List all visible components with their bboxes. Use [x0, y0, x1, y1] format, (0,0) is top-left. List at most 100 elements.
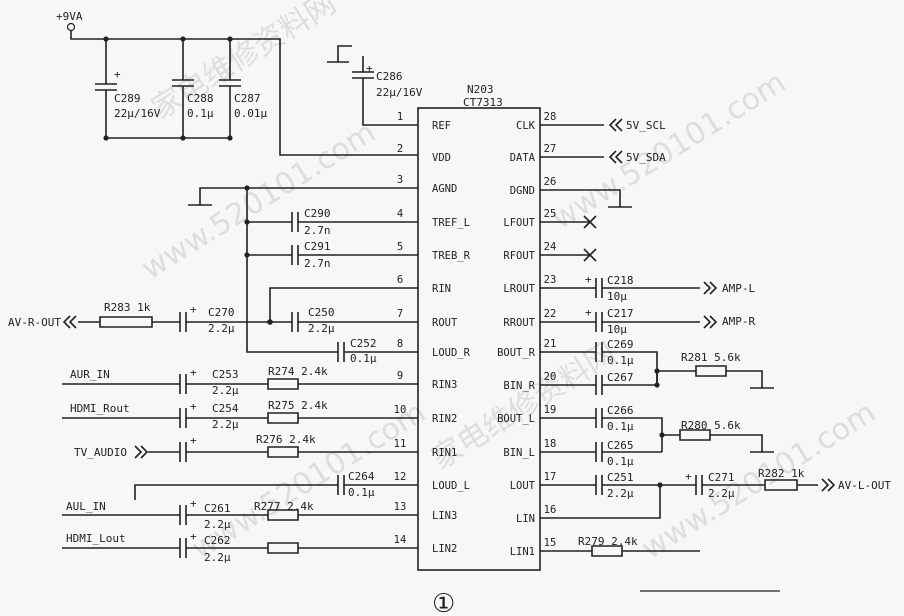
cap-c252: [337, 342, 418, 362]
polarity-plus: +: [114, 68, 121, 81]
cap-c287: [219, 39, 241, 138]
polarity-plus-c276: +: [190, 434, 197, 447]
label-c290: C290: [304, 207, 331, 220]
pin-name-left: LIN3: [432, 510, 457, 522]
label-r283: R283 1k: [104, 301, 151, 314]
label-c217: C217: [607, 307, 634, 320]
signal-aul-in: AUL_IN: [66, 500, 106, 513]
pin-number-left: 4: [397, 208, 403, 220]
value-c254: 2.2μ: [212, 418, 239, 431]
pin-name-left: TREB_R: [432, 250, 471, 262]
cap-c217: [540, 312, 700, 332]
value-c289: 22μ/16V: [114, 107, 161, 120]
value-c291: 2.7n: [304, 257, 331, 270]
lin2-chain: [62, 538, 418, 558]
dgnd-net: [540, 189, 632, 208]
figure-number: ①: [432, 589, 455, 616]
value-c270: 2.2μ: [208, 322, 235, 335]
label-c266: C266: [607, 404, 634, 417]
signal-hdmi-rout: HDMI_Rout: [70, 402, 130, 415]
label-r279: R279 2.4k: [578, 535, 638, 548]
label-c288: C288: [187, 92, 214, 105]
value-c264: 0.1μ: [348, 486, 375, 499]
pin-name-left: VDD: [432, 152, 451, 164]
value-c290: 2.7n: [304, 224, 331, 237]
polarity-plus-c217: +: [585, 306, 592, 319]
signal-tv-audio: TV_AUDIO: [74, 446, 127, 459]
ic-part: CT7313: [463, 96, 503, 109]
label-r276: R276 2.4k: [256, 433, 316, 446]
polarity-plus-c270: +: [190, 303, 197, 316]
value-c261: 2.2μ: [204, 518, 231, 531]
pin-name-left: RIN1: [432, 447, 457, 459]
rin1-chain: [148, 442, 418, 462]
label-r281: R281 5.6k: [681, 351, 741, 364]
pin-number-right: 22: [544, 308, 557, 320]
value-c266: 0.1μ: [607, 420, 634, 433]
cap-c218: [540, 278, 700, 298]
pin-number-right: 28: [544, 111, 557, 123]
pin-name-right: CLK: [516, 120, 536, 132]
label-r277: R277 2.4k: [254, 500, 314, 513]
cap-c267-r281: [540, 365, 774, 395]
cap-c291: [247, 245, 418, 265]
pin-number-right: 19: [544, 404, 557, 416]
vdd-rail: [70, 31, 418, 156]
arrow-amp-l: [703, 281, 718, 295]
label-c265: C265: [607, 439, 634, 452]
pin-number-left: 9: [397, 370, 403, 382]
value-c265: 0.1μ: [607, 455, 634, 468]
rin2-chain: [62, 408, 418, 428]
pin-number-right: 23: [544, 274, 557, 286]
label-c291: C291: [304, 240, 331, 253]
left-network: C290 2.7n C291 2.7n C250 2.2μ + R283 1k …: [8, 185, 418, 564]
pin-number-right: 24: [544, 241, 557, 253]
rin3-chain: [62, 374, 418, 394]
pin-name-right: BIN_R: [503, 380, 535, 392]
value-c287: 0.01μ: [234, 107, 267, 120]
pin-name-right: BIN_L: [503, 447, 535, 459]
signal-av-l-out: AV-L-OUT: [838, 479, 891, 492]
pin-number-right: 21: [544, 338, 557, 350]
value-c262: 2.2μ: [204, 551, 231, 564]
label-c261: C261: [204, 502, 231, 515]
pin-name-right: LIN: [516, 513, 535, 525]
arrow-amp-r: [703, 315, 718, 329]
label-r274: R274 2.4k: [268, 365, 328, 378]
pin-name-right: LIN1: [510, 546, 535, 558]
polarity-plus-c286: +: [366, 62, 373, 75]
pin-number-left: 5: [397, 241, 403, 253]
pin-name-left: TREF_L: [432, 217, 470, 229]
value-c286: 22μ/16V: [376, 86, 423, 99]
label-c250: C250: [308, 306, 335, 319]
power-section: +9VA + C289 22μ/16V C288 0.1μ C287 0.01μ…: [56, 10, 423, 156]
pin-number-right: 18: [544, 438, 557, 450]
label-c252: C252: [350, 337, 377, 350]
pin-name-right: LROUT: [503, 283, 535, 295]
polarity-plus-c271: +: [685, 470, 692, 483]
pin-name-left: LOUD_L: [432, 480, 470, 492]
polarity-plus-c218: +: [585, 273, 592, 286]
label-c264: C264: [348, 470, 375, 483]
pin-name-right: LOUT: [510, 480, 536, 492]
pin-number-left: 13: [394, 501, 407, 513]
label-c254: C254: [212, 402, 239, 415]
ic-ref: N203: [467, 83, 494, 96]
pin-name-left: REF: [432, 120, 451, 132]
lin1-chain: [540, 545, 700, 557]
arrow-av-l-out: [821, 478, 836, 492]
cap-c269: [540, 342, 658, 385]
value-c217: 10μ: [607, 323, 627, 336]
pin-name-right: RROUT: [503, 317, 535, 329]
value-c218: 10μ: [607, 290, 627, 303]
pin-name-left: RIN3: [432, 379, 457, 391]
pin-number-left: 14: [394, 534, 407, 546]
pin-number-right: 26: [544, 176, 557, 188]
pin-number-left: 11: [394, 438, 407, 450]
pin-name-right: DATA: [510, 152, 536, 164]
pin-number-right: 16: [544, 504, 557, 516]
polarity-plus-c262: +: [190, 530, 197, 543]
value-c269: 0.1μ: [607, 354, 634, 367]
pin-name-right: LFOUT: [503, 217, 535, 229]
lin3-chain: [62, 505, 418, 525]
